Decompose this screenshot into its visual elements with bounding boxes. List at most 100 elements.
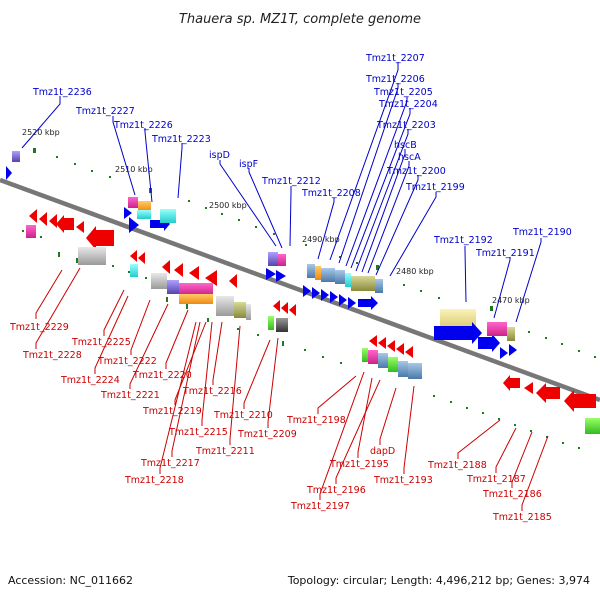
reverse-gene-arrow[interactable] [130,250,137,262]
forward-gene-arrow[interactable] [509,344,517,356]
gene-label[interactable]: Tmz1t_2227 [75,106,135,117]
forward-gene-arrow[interactable] [124,207,132,219]
reverse-gene-arrow[interactable] [564,390,596,412]
reverse-gene-arrow[interactable] [503,375,520,391]
gene-label[interactable]: Tmz1t_2215 [168,427,228,438]
reverse-gene-arrow[interactable] [205,270,217,286]
forward-gene-arrow[interactable] [434,322,482,344]
gene-feature-block[interactable] [375,279,383,293]
forward-gene-arrow[interactable] [312,287,320,299]
gene-feature-block[interactable] [440,309,476,331]
gene-feature-block[interactable] [26,225,36,238]
gene-feature-block[interactable] [368,350,378,364]
gene-label[interactable]: hscB [394,140,417,151]
reverse-gene-arrow[interactable] [536,383,560,403]
gene-feature-block[interactable] [78,247,106,265]
gene-label[interactable]: Tmz1t_2224 [60,375,120,386]
gene-label[interactable]: Tmz1t_2225 [71,337,131,348]
forward-gene-arrow[interactable] [348,297,356,309]
gene-feature-block[interactable] [345,273,351,287]
gene-label[interactable]: dapD [370,446,395,457]
reverse-gene-arrow[interactable] [29,209,37,223]
reverse-gene-arrow[interactable] [86,226,114,250]
gene-label[interactable]: Tmz1t_2229 [9,322,69,333]
gene-label[interactable]: Tmz1t_2226 [113,120,173,131]
gene-label[interactable]: Tmz1t_2188 [427,460,487,471]
reverse-gene-arrow[interactable] [174,263,183,277]
gene-label[interactable]: ispD [209,150,230,161]
reverse-gene-arrow[interactable] [162,260,170,274]
gene-label[interactable]: Tmz1t_2207 [365,53,425,64]
gene-label[interactable]: Tmz1t_2219 [142,406,202,417]
gene-feature-block[interactable] [160,209,176,223]
gene-feature-block[interactable] [151,273,167,289]
gene-feature-block[interactable] [268,252,278,266]
forward-gene-arrow[interactable] [321,289,329,301]
gene-feature-block[interactable] [128,197,138,208]
gene-label[interactable]: ispF [239,159,258,170]
gene-feature-block[interactable] [362,348,368,362]
gene-label[interactable]: Tmz1t_2218 [124,475,184,486]
gene-feature-block[interactable] [398,361,408,377]
gene-feature-block[interactable] [487,322,507,336]
gene-feature-block[interactable] [278,254,286,266]
gene-label[interactable]: Tmz1t_2200 [386,166,446,177]
reverse-gene-arrow[interactable] [524,382,533,394]
gene-label[interactable]: Tmz1t_2193 [373,475,433,486]
gene-label[interactable]: Tmz1t_2217 [140,458,200,469]
gene-label[interactable]: Tmz1t_2216 [182,386,242,397]
gene-feature-block[interactable] [408,363,422,379]
forward-gene-arrow[interactable] [303,285,311,297]
reverse-gene-arrow[interactable] [138,252,145,264]
gene-feature-block[interactable] [268,316,274,330]
gene-label[interactable]: Tmz1t_2223 [151,134,211,145]
gene-label[interactable]: Tmz1t_2190 [512,227,572,238]
gene-feature-block[interactable] [351,276,375,291]
gene-feature-block[interactable] [234,302,246,318]
reverse-gene-arrow[interactable] [405,346,413,358]
forward-gene-arrow[interactable] [6,166,12,180]
gene-label[interactable]: Tmz1t_2205 [373,87,433,98]
gene-feature-block[interactable] [388,357,398,372]
forward-gene-arrow[interactable] [330,291,338,303]
gene-label[interactable]: Tmz1t_2197 [290,501,350,512]
forward-gene-arrow[interactable] [266,268,276,280]
gene-label[interactable]: Tmz1t_2211 [195,446,255,457]
gene-label[interactable]: Tmz1t_2198 [286,415,346,426]
gene-label[interactable]: Tmz1t_2196 [306,485,366,496]
gene-feature-block[interactable] [378,353,388,368]
forward-gene-arrow[interactable] [339,294,347,306]
gene-label[interactable]: Tmz1t_2209 [237,429,297,440]
reverse-gene-arrow[interactable] [378,337,386,349]
gene-label[interactable]: Tmz1t_2220 [132,370,192,381]
forward-gene-arrow[interactable] [500,347,508,359]
forward-gene-arrow[interactable] [129,217,139,233]
reverse-gene-arrow[interactable] [76,221,84,233]
gene-label[interactable]: Tmz1t_2212 [261,176,321,187]
gene-label[interactable]: Tmz1t_2221 [100,390,160,401]
gene-feature-block[interactable] [507,327,515,341]
gene-label[interactable]: hscA [398,152,421,163]
reverse-gene-arrow[interactable] [289,304,296,316]
gene-feature-block[interactable] [167,280,179,294]
gene-feature-block[interactable] [307,264,315,278]
gene-feature-block[interactable] [246,304,251,320]
gene-feature-block[interactable] [216,296,234,316]
reverse-gene-arrow[interactable] [273,300,280,312]
forward-gene-arrow[interactable] [276,270,286,282]
gene-label[interactable]: Tmz1t_2199 [405,182,465,193]
gene-label[interactable]: Tmz1t_2203 [376,120,436,131]
gene-label[interactable]: Tmz1t_2210 [213,410,273,421]
reverse-gene-arrow[interactable] [49,214,57,228]
gene-label[interactable]: Tmz1t_2206 [365,74,425,85]
gene-label[interactable]: Tmz1t_2208 [301,188,361,199]
gene-feature-block[interactable] [585,418,600,434]
gene-label[interactable]: Tmz1t_2222 [97,356,157,367]
gene-feature-block[interactable] [179,294,213,304]
reverse-gene-arrow[interactable] [387,340,395,352]
gene-label[interactable]: Tmz1t_2192 [433,235,493,246]
gene-label[interactable]: Tmz1t_2228 [22,350,82,361]
gene-label[interactable]: Tmz1t_2185 [492,512,552,523]
gene-feature-block[interactable] [130,264,138,277]
forward-gene-arrow[interactable] [358,296,378,310]
